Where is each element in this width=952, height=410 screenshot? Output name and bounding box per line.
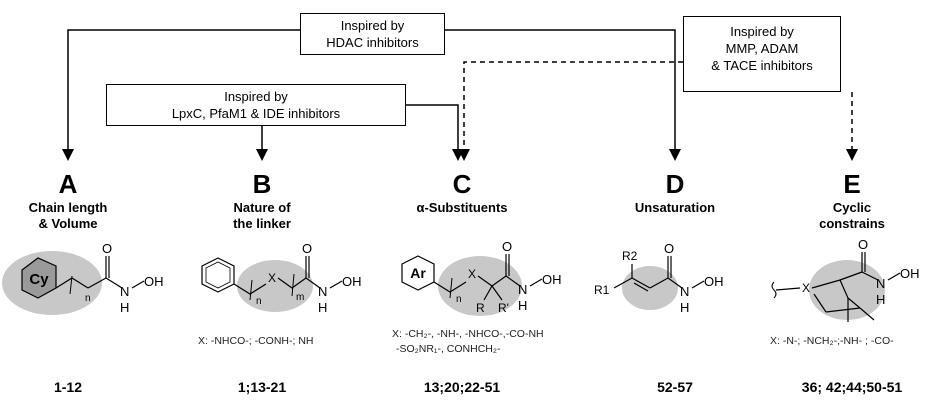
carbonyl-o-b: O <box>302 241 312 256</box>
column-a-title-line1: Chain length <box>28 200 108 215</box>
inspiration-box-lpxc: Inspired by LpxC, PfaM1 & IDE inhibitors <box>106 84 406 126</box>
linker-x-b: X <box>268 271 276 285</box>
compounds-c: 13;20;22-51 <box>423 379 501 395</box>
r-prime-c: R' <box>498 301 509 315</box>
amide-h-c: H <box>518 298 527 313</box>
carbonyl-o-c: O <box>502 239 512 254</box>
ring-label-ar: Ar <box>410 265 426 281</box>
column-c-title-line1: α-Substituents <box>416 200 508 215</box>
hydroxyl-oh-e: OH <box>900 266 920 281</box>
amide-h-b: H <box>318 300 327 315</box>
sub-m-b: m <box>296 292 304 303</box>
sub-n-c: n <box>456 294 462 305</box>
inspiration-lpxc-line1: Inspired by <box>224 89 288 104</box>
amide-n-a: N <box>120 284 129 299</box>
linker-x-e: X <box>802 281 810 295</box>
linker-note-c-line1: X: -CH₂-, -NH-, -NHCO-,-CO-NH <box>392 328 544 340</box>
column-b-title: Nature of the linker <box>187 200 337 232</box>
carbonyl-o-d: O <box>664 241 674 256</box>
compounds-a: 1-12 <box>53 379 83 395</box>
column-b-header: B Nature of the linker <box>187 170 337 232</box>
hydroxyl-oh-a: OH <box>144 274 164 289</box>
ring-label-cy: Cy <box>29 271 49 288</box>
linker-x-c: X <box>468 267 476 281</box>
amide-h-d: H <box>680 300 689 315</box>
inspiration-hdac-line1: Inspired by <box>340 18 405 33</box>
substituent-r1: R1 <box>594 283 610 297</box>
inspiration-mmp-line3: & TACE inhibitors <box>711 58 813 73</box>
column-a-title: Chain length & Volume <box>0 200 143 232</box>
column-e-title-line1: Cyclic <box>832 200 872 215</box>
carbonyl-o-a: O <box>102 241 112 256</box>
column-d-header: D Unsaturation <box>600 170 750 216</box>
column-e-title-line2: constrains <box>819 216 885 231</box>
r-group-c: R <box>476 301 485 315</box>
column-e-letter: E <box>843 169 861 199</box>
column-e-header: E Cyclic constrains <box>777 170 927 232</box>
column-d-title-line1: Unsaturation <box>634 200 716 215</box>
hydroxyl-oh-d: OH <box>704 274 724 289</box>
structure-c: Ar n X R R' O N H OH <box>401 239 562 316</box>
substituent-r2: R2 <box>622 249 638 263</box>
arrow-lpxc-to-c <box>405 104 464 161</box>
column-d-letter: D <box>665 169 685 199</box>
linker-note-e-line1: X: -N-; -NCH₂-;-NH- ; -CO- <box>770 335 894 347</box>
sub-n-b: n <box>256 296 262 307</box>
arrow-hdac-to-a <box>62 29 300 161</box>
inspiration-lpxc-line2: LpxC, PfaM1 & IDE inhibitors <box>171 106 341 121</box>
column-c-letter: C <box>452 169 472 199</box>
compounds-e: 36; 42;44;50-51 <box>801 379 903 395</box>
arrow-hdac-to-d <box>445 29 681 161</box>
inspiration-hdac-line2: HDAC inhibitors <box>326 35 419 50</box>
linker-note-c-line2: -SO₂NR₁-, CONHCH₂- <box>396 343 501 355</box>
linker-note-e: X: -N-; -NCH₂-;-NH- ; -CO- <box>770 334 894 349</box>
structure-a: Cy n O N H OH <box>2 241 164 315</box>
column-b-title-line2: the linker <box>233 216 291 231</box>
sub-n-a: n <box>85 293 91 304</box>
column-b-letter: B <box>252 169 272 199</box>
column-d-title: Unsaturation <box>600 200 750 216</box>
column-c-header: C α-Substituents <box>387 170 537 216</box>
column-e-title: Cyclic constrains <box>777 200 927 232</box>
linker-note-c: X: -CH₂-, -NH-, -NHCO-,-CO-NH -SO₂NR₁-, … <box>392 327 544 357</box>
structure-b: n X m O N H OH <box>201 241 362 315</box>
inspiration-box-hdac: Inspired by HDAC inhibitors <box>300 13 445 55</box>
hydroxyl-oh-b: OH <box>342 274 362 289</box>
linker-note-b: X: -NHCO-; -CONH-; NH <box>198 334 314 349</box>
hydroxyl-oh-c: OH <box>542 272 562 287</box>
column-c-title: α-Substituents <box>387 200 537 216</box>
amide-h-a: H <box>120 300 129 315</box>
linker-note-b-line1: X: -NHCO-; -CONH-; NH <box>198 335 314 347</box>
amide-n-d: N <box>680 284 689 299</box>
column-a-letter: A <box>58 169 78 199</box>
inspiration-mmp-line2: MMP, ADAM <box>725 41 799 56</box>
amide-h-e: H <box>876 292 885 307</box>
column-b-title-line1: Nature of <box>233 200 291 215</box>
carbonyl-o-e: O <box>858 238 868 252</box>
column-a-header: A Chain length & Volume <box>0 170 143 232</box>
inspiration-box-mmp: Inspired by MMP, ADAM & TACE inhibitors <box>683 16 841 92</box>
structure-e: X O N H OH <box>771 238 920 322</box>
compounds-d: 52-57 <box>657 379 693 395</box>
compounds-b: 1;13-21 <box>237 379 287 395</box>
amide-n-b: N <box>318 284 327 299</box>
column-a-title-line2: & Volume <box>38 216 98 231</box>
amide-n-c: N <box>518 282 527 297</box>
arrow-mmp-to-c <box>458 61 683 161</box>
amide-n-e: N <box>876 276 885 291</box>
inspiration-mmp-line1: Inspired by <box>730 24 794 39</box>
structure-d: R1 R2 O N H OH <box>594 241 724 315</box>
